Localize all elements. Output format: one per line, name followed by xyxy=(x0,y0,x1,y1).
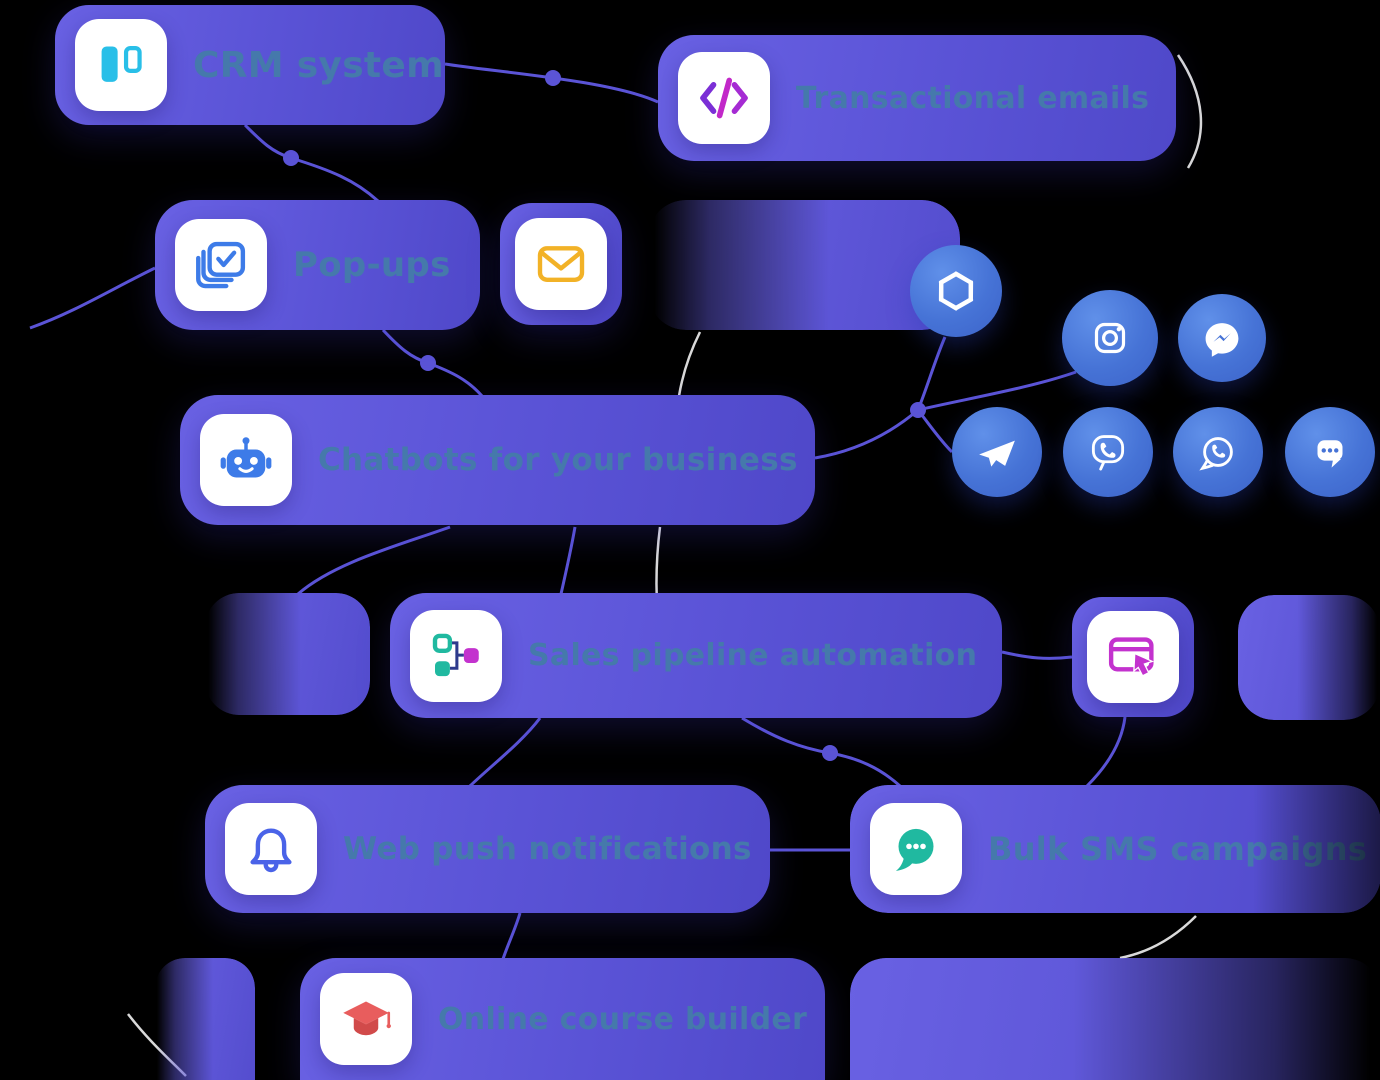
feature-label: Pop-ups xyxy=(293,245,451,285)
feature-popups[interactable]: Pop-ups xyxy=(155,200,480,330)
code-tag-icon xyxy=(678,52,770,144)
chat-dots-icon xyxy=(870,803,962,895)
ghost-pill xyxy=(850,958,1380,1080)
feature-label: Transactional emails xyxy=(796,80,1150,116)
ghost-pill xyxy=(1238,595,1380,720)
feature-course-builder[interactable]: Online course builder xyxy=(300,958,825,1080)
feature-label: Sales pipeline automation xyxy=(528,638,978,673)
graduation-cap-icon xyxy=(320,973,412,1065)
feature-chatbots[interactable]: Chatbots for your business xyxy=(180,395,815,525)
feature-label: Online course builder xyxy=(438,1001,808,1037)
viber-icon[interactable] xyxy=(1063,407,1153,497)
flowchart-icon xyxy=(410,609,502,702)
facebook-messenger-icon[interactable] xyxy=(1178,294,1266,382)
instagram-icon[interactable] xyxy=(1062,290,1158,386)
browser-cursor-icon xyxy=(1087,611,1179,703)
live-chat-icon[interactable] xyxy=(1285,407,1375,497)
feature-sales-pipeline[interactable]: Sales pipeline automation xyxy=(390,593,1002,718)
telegram-icon[interactable] xyxy=(952,407,1042,497)
whatsapp-icon[interactable] xyxy=(1173,407,1263,497)
feature-label: Bulk SMS campaigns xyxy=(988,830,1368,868)
layered-checkbox-icon xyxy=(175,219,267,311)
feature-label: Web push notifications xyxy=(343,831,752,867)
feature-bulk-sms[interactable]: Bulk SMS campaigns xyxy=(850,785,1380,913)
feature-web-push[interactable]: Web push notifications xyxy=(205,785,770,913)
feature-label: CRM system xyxy=(193,44,444,86)
feature-email-service[interactable] xyxy=(500,203,622,325)
feature-label: Chatbots for your business xyxy=(318,442,798,478)
robot-icon xyxy=(200,414,292,506)
ghost-pill xyxy=(648,200,960,330)
kanban-board-icon xyxy=(75,19,167,111)
bell-icon xyxy=(225,803,317,895)
ghost-pill xyxy=(155,958,255,1080)
feature-transactional-emails[interactable]: Transactional emails xyxy=(658,35,1176,161)
openai-icon[interactable] xyxy=(910,245,1002,337)
envelope-icon xyxy=(515,218,607,310)
connector-dots xyxy=(283,70,926,761)
feature-crm-system[interactable]: CRM system xyxy=(55,5,445,125)
feature-landing-pages[interactable] xyxy=(1072,597,1194,717)
ghost-pill xyxy=(205,593,370,715)
